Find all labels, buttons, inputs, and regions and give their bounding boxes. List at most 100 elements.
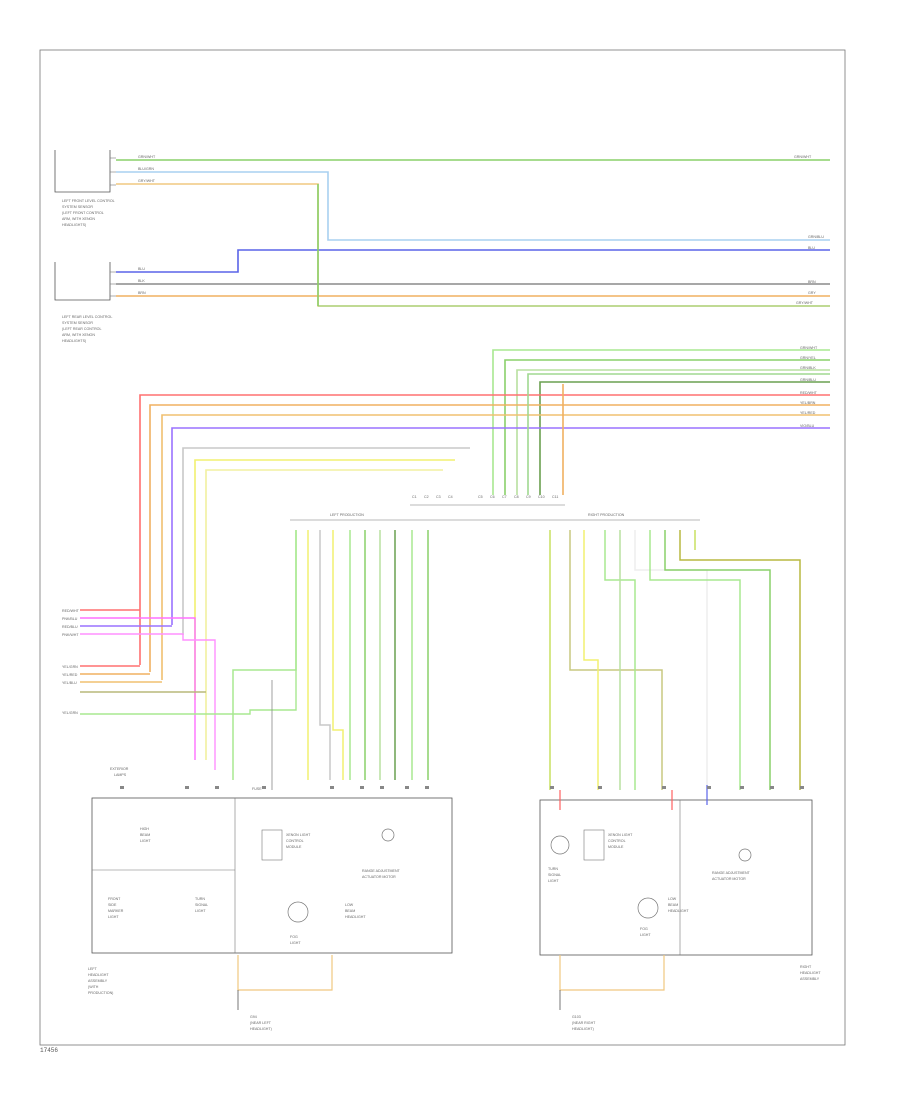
lf-sensor-label-2: SYSTEM SENSOR	[62, 205, 93, 209]
svg-text:C2: C2	[424, 495, 429, 499]
top-right-wire-labels: GRN/WHT GRN/BLU BLU BRN GRY GRY/WHT	[794, 155, 824, 305]
svg-text:YEL/RED: YEL/RED	[800, 411, 816, 415]
right-production-connector: RIGHT PRODUCTION	[500, 513, 700, 521]
svg-text:SIGNAL: SIGNAL	[195, 903, 208, 907]
svg-text:GRN/YEL: GRN/YEL	[800, 356, 816, 360]
svg-text:MARKER: MARKER	[108, 909, 124, 913]
svg-text:LIGHT: LIGHT	[640, 933, 651, 937]
left-side-wires	[80, 530, 297, 770]
svg-text:LIGHT: LIGHT	[195, 909, 206, 913]
svg-text:TURN: TURN	[195, 897, 205, 901]
svg-text:YEL/BRN: YEL/BRN	[800, 401, 816, 405]
svg-text:GRN/BLK: GRN/BLK	[800, 366, 816, 370]
svg-text:ASSEMBLY: ASSEMBLY	[800, 977, 820, 981]
svg-text:BLU: BLU	[808, 246, 815, 250]
svg-text:XENON LIGHT: XENON LIGHT	[286, 833, 311, 837]
left-production-label: LEFT PRODUCTION	[330, 513, 364, 517]
svg-text:GRN/WHT: GRN/WHT	[800, 346, 818, 350]
svg-text:(NEAR RIGHT: (NEAR RIGHT	[572, 1021, 596, 1025]
wire-mid-green4	[539, 381, 830, 495]
wire-mid-green5	[527, 373, 830, 495]
svg-text:ACTUATOR MOTOR: ACTUATOR MOTOR	[362, 875, 396, 879]
svg-text:MODULE: MODULE	[286, 845, 302, 849]
svg-text:BEAM: BEAM	[668, 903, 678, 907]
left-front-sensor: LEFT FRONT LEVEL CONTROL SYSTEM SENSOR (…	[54, 150, 116, 227]
pin-markers	[120, 786, 804, 789]
sensor-wire-labels: GRN/WHT BLU/GRN GRY/WHT BLU BLK BRN	[138, 155, 156, 295]
svg-text:(WITH: (WITH	[88, 985, 99, 989]
top-harness	[116, 159, 830, 307]
svg-text:SIDE: SIDE	[108, 903, 117, 907]
diagram-frame	[39, 49, 846, 1046]
svg-text:C8: C8	[514, 495, 519, 499]
svg-text:LAMPS: LAMPS	[114, 773, 127, 777]
left-production-wires	[232, 530, 429, 790]
svg-text:FOG: FOG	[290, 935, 298, 939]
right-production-wires	[549, 530, 801, 790]
svg-text:C5: C5	[478, 495, 483, 499]
svg-text:BEAM: BEAM	[140, 833, 150, 837]
svg-text:LOW: LOW	[668, 897, 677, 901]
wire-mid-orange	[149, 404, 830, 672]
svg-text:FOG: FOG	[640, 927, 648, 931]
svg-text:C3: C3	[436, 495, 441, 499]
svg-text:SIGNAL: SIGNAL	[548, 873, 561, 877]
svg-text:LOW: LOW	[345, 903, 354, 907]
lr-sensor-label-2: SYSTEM SENSOR	[62, 321, 93, 325]
svg-text:TURN: TURN	[548, 867, 558, 871]
wire-mid-red	[139, 394, 830, 665]
svg-text:HEADLIGHT: HEADLIGHT	[345, 915, 366, 919]
svg-text:BEAM: BEAM	[345, 909, 355, 913]
svg-text:CONTROL: CONTROL	[608, 839, 626, 843]
left-production-connector: LEFT PRODUCTION	[290, 513, 500, 521]
wire-lf2	[116, 171, 830, 241]
left-wire-labels: RED/WHT PNK/BLU RED/BLU PNK/WHT YEL/GRN …	[62, 609, 80, 715]
left-assembly-caption: LEFT HEADLIGHT ASSEMBLY (WITH PRODUCTION…	[88, 967, 113, 995]
middle-harness	[139, 349, 830, 760]
svg-text:YEL/GRN: YEL/GRN	[62, 711, 78, 715]
svg-text:LEFT: LEFT	[88, 967, 98, 971]
svg-text:HEADLIGHT: HEADLIGHT	[88, 973, 109, 977]
svg-text:G94: G94	[250, 1015, 257, 1019]
svg-text:C10: C10	[538, 495, 545, 499]
left-headlight-assembly: EXTERIOR LAMPS FUSE HIGH BEAM LIGHT FRON…	[88, 767, 453, 1031]
svg-text:BRN: BRN	[138, 291, 146, 295]
right-assembly-caption: RIGHT HEADLIGHT ASSEMBLY	[800, 965, 821, 981]
svg-text:YEL/GRN: YEL/GRN	[62, 665, 78, 669]
svg-text:HEADLIGHT): HEADLIGHT)	[572, 1027, 594, 1031]
svg-text:GRN/BLU: GRN/BLU	[800, 378, 816, 382]
wire-mid-orange2	[161, 414, 830, 680]
right-headlight-assembly: XENON LIGHT CONTROL MODULE RANGE ADJUSTM…	[539, 785, 821, 1031]
svg-text:RIGHT: RIGHT	[800, 965, 812, 969]
svg-text:GRN/BLU: GRN/BLU	[808, 235, 824, 239]
svg-text:C7: C7	[502, 495, 507, 499]
lf-sensor-label-3: (LEFT FRONT CONTROL	[62, 211, 104, 215]
svg-text:LIGHT: LIGHT	[548, 879, 559, 883]
wire-mid-green2	[504, 359, 830, 495]
wire-mid-green1	[492, 349, 830, 495]
svg-text:LIGHT: LIGHT	[290, 941, 301, 945]
svg-text:PNK/WHT: PNK/WHT	[62, 633, 79, 637]
svg-text:RED/WHT: RED/WHT	[800, 391, 818, 395]
svg-text:PRODUCTION): PRODUCTION)	[88, 991, 113, 995]
svg-text:ASSEMBLY: ASSEMBLY	[88, 979, 108, 983]
svg-text:GRY/WHT: GRY/WHT	[796, 301, 814, 305]
svg-text:C11: C11	[552, 495, 558, 499]
wire-mid-violet	[171, 427, 830, 625]
svg-text:BLU/GRN: BLU/GRN	[138, 167, 154, 171]
wire-mid-green3	[516, 369, 830, 495]
svg-text:C9: C9	[526, 495, 531, 499]
middle-right-wire-labels: GRN/WHT GRN/YEL GRN/BLK GRN/BLU RED/WHT …	[800, 346, 818, 428]
svg-text:LIGHT: LIGHT	[108, 915, 119, 919]
lr-sensor-label-5: HEADLIGHTS)	[62, 339, 86, 343]
svg-text:CONTROL: CONTROL	[286, 839, 304, 843]
lf-sensor-label-5: HEADLIGHTS)	[62, 223, 86, 227]
svg-text:FRONT: FRONT	[108, 897, 121, 901]
svg-text:(NEAR LEFT: (NEAR LEFT	[250, 1021, 272, 1025]
svg-text:FUSE: FUSE	[252, 787, 262, 791]
svg-text:C1: C1	[412, 495, 417, 499]
wire-mid-yellow2	[205, 469, 443, 760]
lr-sensor-label-4: ARM, WITH XENON	[62, 333, 95, 337]
